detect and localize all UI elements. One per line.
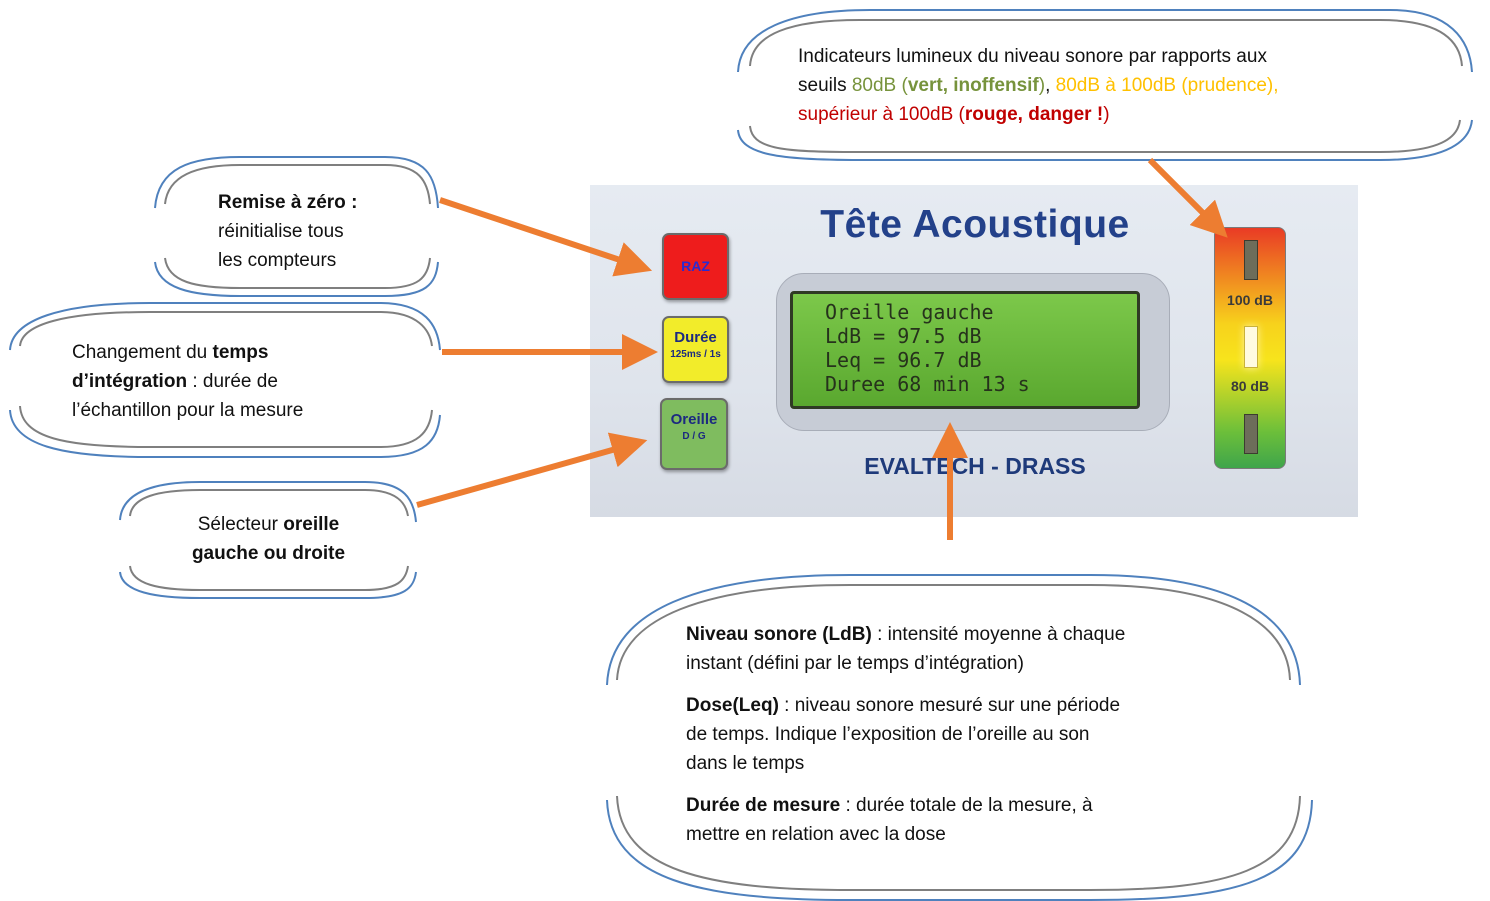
lcd-info-p1-bold: Niveau sonore (LdB) bbox=[686, 624, 872, 645]
lcd-info-p1-line2: instant (défini par le temps d’intégrati… bbox=[686, 653, 1024, 674]
lcd-line-ldb: LdB = 97.5 dB bbox=[825, 324, 982, 348]
raz-button[interactable]: RAZ bbox=[662, 233, 729, 300]
duree-button[interactable]: Durée 125ms / 1s bbox=[662, 316, 729, 383]
led-label-80db: 80 dB bbox=[1230, 378, 1270, 394]
leds-callout: Indicateurs lumineux du niveau sonore pa… bbox=[798, 42, 1279, 129]
leds-callout-green-val: 80dB ( bbox=[851, 75, 908, 96]
sound-meter-panel: Tête Acoustique RAZ Durée 125ms / 1s Ore… bbox=[590, 185, 1358, 517]
leds-callout-frame-outer bbox=[737, 9, 1473, 161]
lcd-screen: Oreille gauche LdB = 97.5 dB Leq = 96.7 … bbox=[790, 291, 1140, 409]
leds-callout-line1: Indicateurs lumineux du niveau sonore pa… bbox=[798, 46, 1267, 67]
oreille-callout-pre: Sélecteur bbox=[197, 514, 284, 535]
yellow-led bbox=[1244, 326, 1258, 368]
green-led bbox=[1244, 414, 1258, 454]
oreille-callout: Sélecteur oreille gauche ou droite bbox=[176, 510, 361, 568]
lcd-callout-frame-outer bbox=[606, 574, 1313, 901]
raz-callout: Remise à zéro : réinitialise tous les co… bbox=[218, 188, 357, 275]
leds-callout-comma: , bbox=[1273, 75, 1279, 96]
lcd-info-p1-rest: : intensité moyenne à chaque bbox=[871, 624, 1126, 645]
lcd-info-p2-bold: Dose(Leq) bbox=[686, 695, 779, 716]
leds-callout-seuils: seuils bbox=[798, 75, 852, 96]
device-brand: EVALTECH - DRASS bbox=[864, 453, 1086, 479]
lcd-info-p2-rest: : niveau sonore mesuré sur une période bbox=[778, 695, 1121, 716]
duree-callout-frame-inner bbox=[19, 311, 433, 448]
duree-callout-bold2: d’intégration bbox=[72, 371, 188, 392]
duree-button-label: Durée bbox=[674, 329, 717, 346]
duree-callout-bold1: temps bbox=[212, 342, 269, 363]
lcd-line-duration: Duree 68 min 13 s bbox=[825, 372, 1030, 396]
duree-callout-frame-outer bbox=[9, 302, 441, 458]
raz-callout-line1: réinitialise tous bbox=[218, 221, 344, 242]
oreille-arrow bbox=[416, 432, 648, 508]
raz-callout-line2: les compteurs bbox=[218, 250, 337, 271]
device-title: Tête Acoustique bbox=[820, 203, 1130, 246]
oreille-callout-frame-inner bbox=[129, 489, 409, 591]
leds-callout-red-bold: rouge, danger ! bbox=[964, 104, 1104, 125]
leds-callout-red-end: ) bbox=[1103, 104, 1110, 125]
red-led bbox=[1244, 240, 1258, 280]
lcd-line-ear: Oreille gauche bbox=[825, 300, 994, 324]
leds-callout-green-bold: vert, inoffensif bbox=[907, 75, 1039, 96]
duree-callout: Changement du temps d’intégration : duré… bbox=[72, 338, 303, 425]
leds-callout-red-val: supérieur à 100dB ( bbox=[798, 104, 965, 125]
oreille-button[interactable]: Oreille D / G bbox=[660, 398, 728, 470]
oreille-callout-bold1: oreille bbox=[283, 514, 340, 535]
lcd-info-p3-line2: mettre en relation avec la dose bbox=[686, 824, 946, 845]
duree-button-sublabel: 125ms / 1s bbox=[670, 349, 721, 360]
leds-callout-sep: , bbox=[1045, 75, 1056, 96]
lcd-info-p3-rest: : durée totale de la mesure, à bbox=[840, 795, 1093, 816]
leds-callout-frame-inner bbox=[749, 19, 1463, 153]
lcd-line-leq: Leq = 96.7 dB bbox=[825, 348, 982, 372]
oreille-callout-frame-outer bbox=[119, 481, 417, 599]
duree-callout-pre: Changement du bbox=[72, 342, 213, 363]
duree-callout-line3: l’échantillon pour la mesure bbox=[72, 400, 304, 421]
lcd-info-p2-line3: dans le temps bbox=[686, 753, 805, 774]
led-indicator-strip: 100 dB 80 dB bbox=[1214, 227, 1286, 469]
oreille-callout-bold2: gauche ou droite bbox=[191, 543, 346, 564]
oreille-button-label: Oreille bbox=[670, 411, 718, 428]
oreille-button-sublabel: D / G bbox=[682, 431, 706, 442]
raz-callout-frame-outer bbox=[154, 156, 439, 297]
leds-callout-green-end: ) bbox=[1038, 75, 1046, 96]
raz-arrow bbox=[439, 197, 653, 277]
lcd-info-p3-bold: Durée de mesure bbox=[686, 795, 841, 816]
led-label-100db: 100 dB bbox=[1227, 292, 1273, 308]
lcd-callout-frame-inner bbox=[616, 584, 1301, 891]
lcd-info-callout: Niveau sonore (LdB) : intensité moyenne … bbox=[686, 620, 1125, 849]
raz-callout-title: Remise à zéro : bbox=[218, 192, 358, 213]
duree-callout-post: : durée de bbox=[187, 371, 278, 392]
leds-callout-yellow: 80dB à 100dB (prudence) bbox=[1055, 75, 1274, 96]
lcd-info-p2-line2: de temps. Indique l’exposition de l’orei… bbox=[686, 724, 1090, 745]
raz-callout-frame-inner bbox=[164, 164, 431, 289]
leds-arrow bbox=[1147, 157, 1228, 238]
